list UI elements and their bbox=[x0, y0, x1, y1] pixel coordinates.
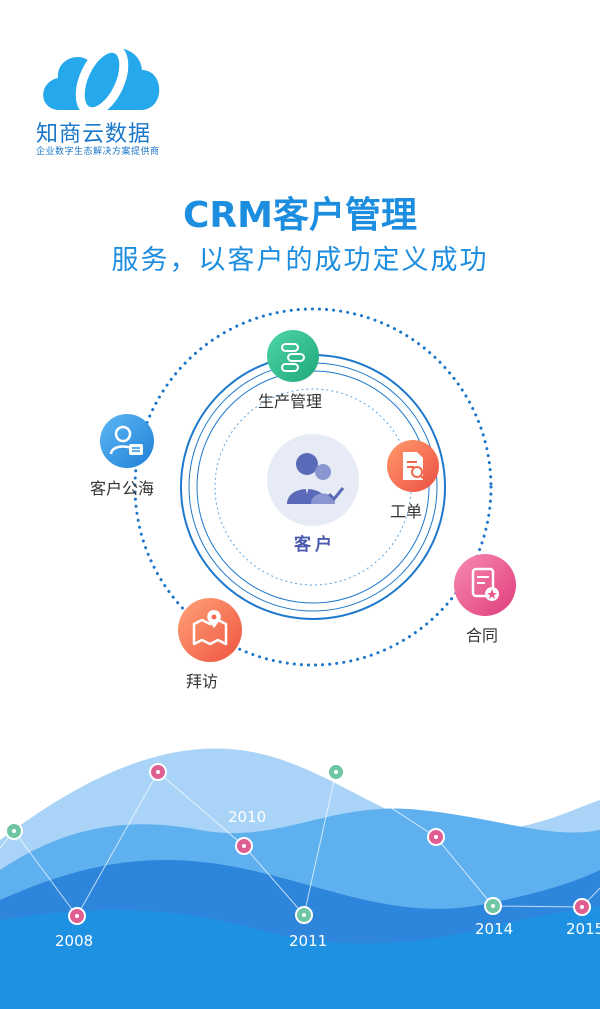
year-label: 2011 bbox=[289, 932, 328, 950]
page-title: CRM客户管理 bbox=[183, 195, 417, 236]
node-work-order-label: 工单 bbox=[390, 502, 423, 521]
timeline-dot bbox=[235, 837, 253, 855]
node-work-order[interactable] bbox=[387, 440, 439, 496]
customer-icon bbox=[287, 453, 345, 504]
timeline-dot bbox=[295, 906, 313, 924]
node-contract[interactable] bbox=[454, 554, 516, 620]
timeline-dot bbox=[573, 898, 591, 916]
brand-logo bbox=[43, 43, 160, 117]
user-card-icon bbox=[100, 414, 154, 468]
map-pin-icon bbox=[178, 598, 242, 662]
brand-name: 知商云数据 bbox=[36, 122, 152, 147]
year-label: 2010 bbox=[228, 808, 267, 826]
wave-background bbox=[0, 748, 600, 1009]
timeline-dot bbox=[68, 907, 86, 925]
timeline-dot bbox=[427, 828, 445, 846]
timeline-dot bbox=[5, 822, 23, 840]
brand-tagline: 企业数字生态解决方案提供商 bbox=[36, 147, 160, 157]
page-subtitle: 服务，以客户的成功定义成功 bbox=[111, 245, 489, 276]
year-label: 2014 bbox=[475, 920, 514, 938]
node-production-label: 生产管理 bbox=[258, 392, 323, 411]
node-visit[interactable] bbox=[178, 598, 242, 666]
year-label: 2008 bbox=[55, 932, 94, 950]
timeline-dot bbox=[327, 763, 345, 781]
node-contract-label: 合同 bbox=[466, 626, 499, 645]
work-order-icon bbox=[387, 440, 439, 492]
timeline: 2008 2010 2011 2014 2015 bbox=[0, 720, 600, 1009]
node-visit-label: 拜访 bbox=[186, 672, 219, 691]
node-public-pool[interactable] bbox=[100, 414, 154, 472]
contract-icon bbox=[454, 554, 516, 616]
year-label: 2015 bbox=[566, 920, 600, 938]
center-label: 客户 bbox=[294, 535, 336, 555]
process-icon bbox=[267, 330, 319, 382]
node-public-pool-label: 客户公海 bbox=[90, 479, 155, 498]
timeline-dot bbox=[484, 897, 502, 915]
timeline-dot bbox=[149, 763, 167, 781]
node-production[interactable] bbox=[267, 330, 319, 386]
crm-diagram: 客户 生产管理 客户公海 bbox=[0, 290, 600, 710]
